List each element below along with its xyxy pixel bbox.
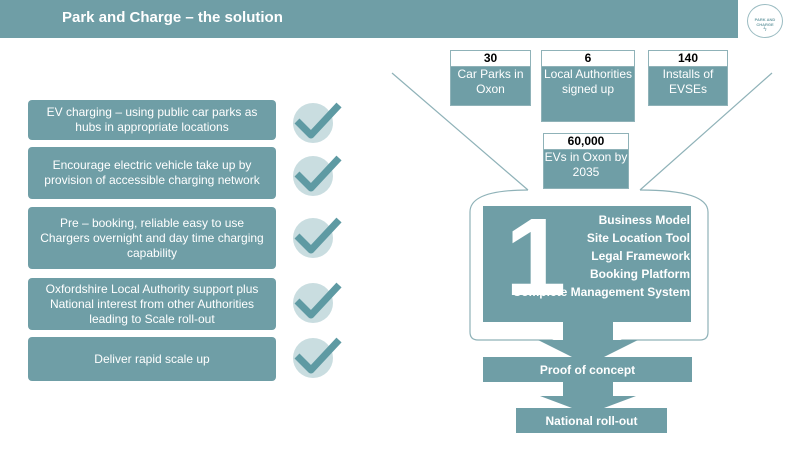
stat-label: Installs of EVSEs — [662, 67, 714, 96]
core-item: Complete Management System — [512, 285, 690, 299]
check-icon — [293, 217, 342, 258]
slide-title: Park and Charge – the solution — [62, 9, 283, 26]
stage-national-rollout: National roll-out — [516, 408, 667, 433]
stat-car-parks: 30 Car Parks in Oxon — [450, 50, 531, 106]
stat-number: 60,000 — [544, 134, 628, 150]
core-item: Business Model — [598, 213, 690, 227]
stat-label: Local Authorities signed up — [543, 67, 633, 96]
check-icon — [293, 282, 342, 323]
core-item: Booking Platform — [589, 267, 690, 281]
stage-proof-of-concept: Proof of concept — [483, 357, 692, 382]
point-rapid-scale: Deliver rapid scale up — [28, 337, 276, 381]
lightning-bolt-icon: ϟ — [763, 27, 767, 33]
point-text: Encourage electric vehicle take up by pr… — [44, 158, 260, 187]
point-authority-support: Oxfordshire Local Authority support plus… — [28, 278, 276, 330]
core-number: 1 — [505, 196, 567, 319]
title-bar: Park and Charge – the solution — [0, 0, 738, 38]
stat-label: Car Parks in Oxon — [457, 67, 524, 96]
stat-installs: 140 Installs of EVSEs — [648, 50, 728, 106]
check-icon — [293, 155, 342, 196]
stat-label: EVs in Oxon by 2035 — [544, 150, 628, 179]
check-icon — [293, 337, 342, 378]
park-and-charge-logo: PARK AND CHARGE ϟ — [747, 4, 783, 38]
core-items: Business Model Site Location Tool Legal … — [513, 211, 690, 301]
point-text: EV charging – using public car parks as … — [46, 105, 258, 134]
core-item: Site Location Tool — [586, 231, 690, 245]
stat-local-authorities: 6 Local Authorities signed up — [541, 50, 635, 122]
logo-text: PARK AND CHARGE — [754, 17, 776, 27]
point-pre-booking: Pre – booking, reliable easy to use Char… — [28, 207, 276, 269]
point-encourage-ev: Encourage electric vehicle take up by pr… — [28, 147, 276, 199]
stage-label: Proof of concept — [539, 362, 636, 377]
point-text: Pre – booking, reliable easy to use Char… — [40, 215, 264, 260]
stage-label: National roll-out — [545, 413, 638, 428]
stat-evs-oxon: 60,000 EVs in Oxon by 2035 — [543, 133, 629, 189]
stat-number: 30 — [451, 51, 530, 67]
core-solution-box — [483, 206, 691, 322]
point-text: Deliver rapid scale up — [94, 351, 210, 366]
stat-number: 140 — [649, 51, 727, 67]
stat-number: 6 — [542, 51, 634, 67]
core-item: Legal Framework — [591, 249, 690, 263]
point-text: Oxfordshire Local Authority support plus… — [45, 281, 259, 326]
check-icon — [293, 102, 342, 143]
point-ev-charging: EV charging – using public car parks as … — [28, 100, 276, 140]
